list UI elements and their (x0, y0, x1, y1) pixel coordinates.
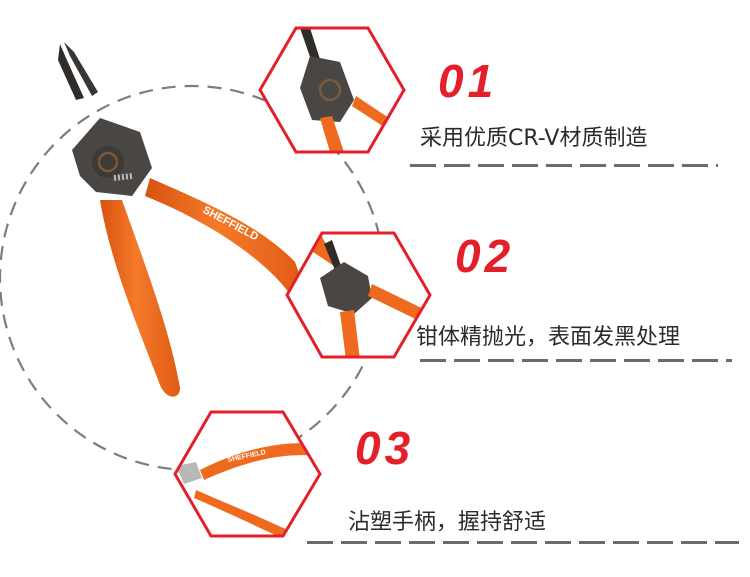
dashed-divider-01 (410, 164, 718, 167)
hexagon-detail-01 (260, 28, 404, 152)
dashed-divider-02 (420, 359, 732, 362)
feature-number-03: 03 (355, 422, 415, 474)
feature-text-01: 采用优质CR-V材质制造 (420, 126, 648, 151)
feature-text-02: 钳体精抛光，表面发黑处理 (416, 325, 681, 350)
hexagon-detail-03: SHEFFIELD (175, 412, 320, 536)
hexagon-frame-03 (173, 410, 322, 538)
hexagon-frame-01 (258, 26, 406, 154)
hexagon-detail-02 (287, 233, 430, 357)
dashed-divider-03 (307, 541, 739, 544)
hexagon-frame-02 (285, 231, 432, 359)
feature-number-02: 02 (455, 230, 515, 282)
feature-text-03: 沾塑手柄，握持舒适 (348, 510, 547, 535)
feature-number-01: 01 (438, 55, 498, 107)
